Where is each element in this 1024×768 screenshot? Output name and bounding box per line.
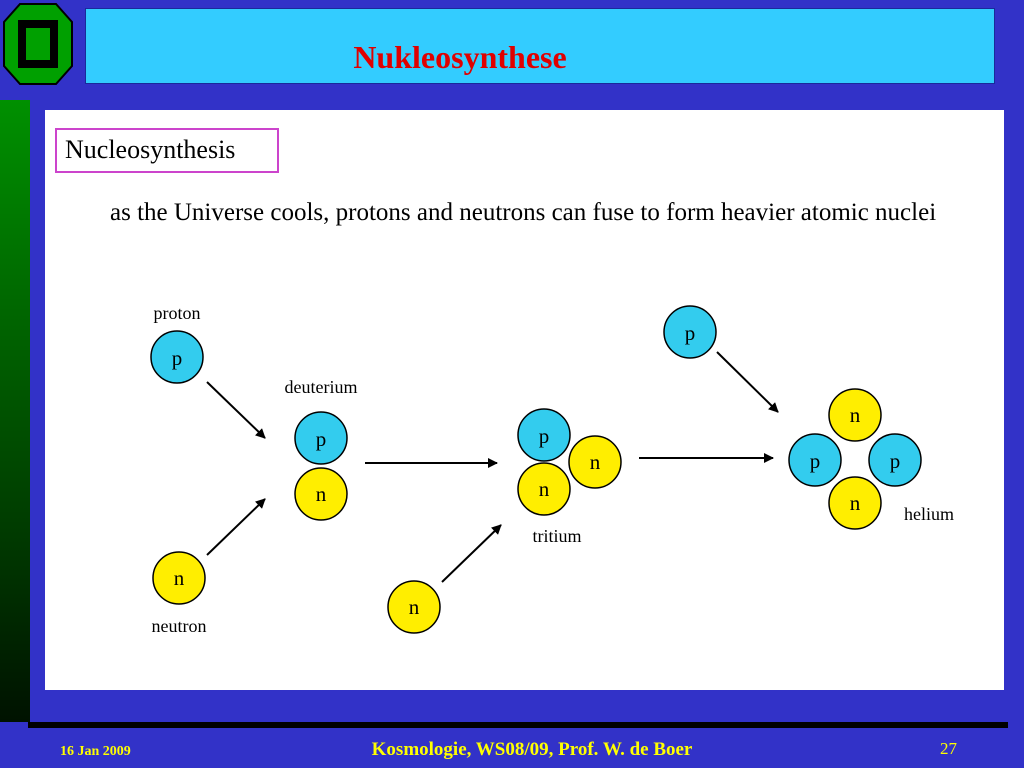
neutron-label: neutron [152, 616, 207, 636]
incoming-proton-letter: p [685, 321, 696, 345]
tritium-neutron-bottom [517, 462, 571, 516]
deuterium-proton [294, 411, 348, 465]
proton-particle [150, 330, 204, 384]
tritium-proton-letter: p [539, 424, 550, 448]
deuterium-neutron-letter: n [316, 482, 327, 506]
helium-neutron-bottom [828, 476, 882, 530]
arrow-neutron-to-tritium [441, 524, 502, 583]
deuterium-proton-letter: p [316, 427, 327, 451]
helium-neutron-top-letter: n [850, 403, 861, 427]
intro-text: as the Universe cools, protons and neutr… [110, 199, 937, 226]
proton-label: proton [154, 303, 201, 323]
proton-letter: p [172, 346, 183, 370]
page-number: 27 [940, 739, 957, 758]
helium-neutron-top [828, 388, 882, 442]
arrow-neutron-to-deuterium [206, 498, 266, 556]
footer-divider [28, 722, 1008, 728]
neutron-particle [152, 551, 206, 605]
tritium-neutron-right [568, 435, 622, 489]
slide-title: Nukleosynthese [353, 39, 567, 75]
university-logo [3, 3, 73, 85]
incoming-proton [663, 305, 717, 359]
helium-proton-right-letter: p [890, 449, 901, 473]
nucleosynthesis-diagram: p proton n neutron deuterium p n p n n t… [150, 303, 954, 636]
tritium-label: tritium [533, 526, 582, 546]
deuterium-neutron [294, 467, 348, 521]
arrow-proton-to-deuterium [206, 381, 266, 439]
arrow-proton-to-helium [716, 351, 779, 413]
deuterium-label: deuterium [285, 377, 358, 397]
incoming-neutron-letter: n [409, 595, 420, 619]
side-bar [0, 100, 30, 722]
tritium-neutron-right-letter: n [590, 450, 601, 474]
tritium-proton [517, 408, 571, 462]
footer-course: Kosmologie, WS08/09, Prof. W. de Boer [371, 739, 693, 760]
helium-proton-right [868, 433, 922, 487]
panel-heading: Nucleosynthesis [55, 128, 279, 173]
tritium-neutron-bottom-letter: n [539, 477, 550, 501]
helium-proton-left [788, 433, 842, 487]
content-panel: Nucleosynthesis as the Universe cools, p… [45, 110, 1004, 690]
footer-date: 16 Jan 2009 [60, 744, 131, 759]
helium-neutron-bottom-letter: n [850, 491, 861, 515]
title-bar: Nukleosynthese [85, 8, 995, 84]
incoming-neutron [387, 580, 441, 634]
helium-proton-left-letter: p [810, 449, 821, 473]
helium-label: helium [904, 504, 954, 524]
neutron-letter: n [174, 566, 185, 590]
